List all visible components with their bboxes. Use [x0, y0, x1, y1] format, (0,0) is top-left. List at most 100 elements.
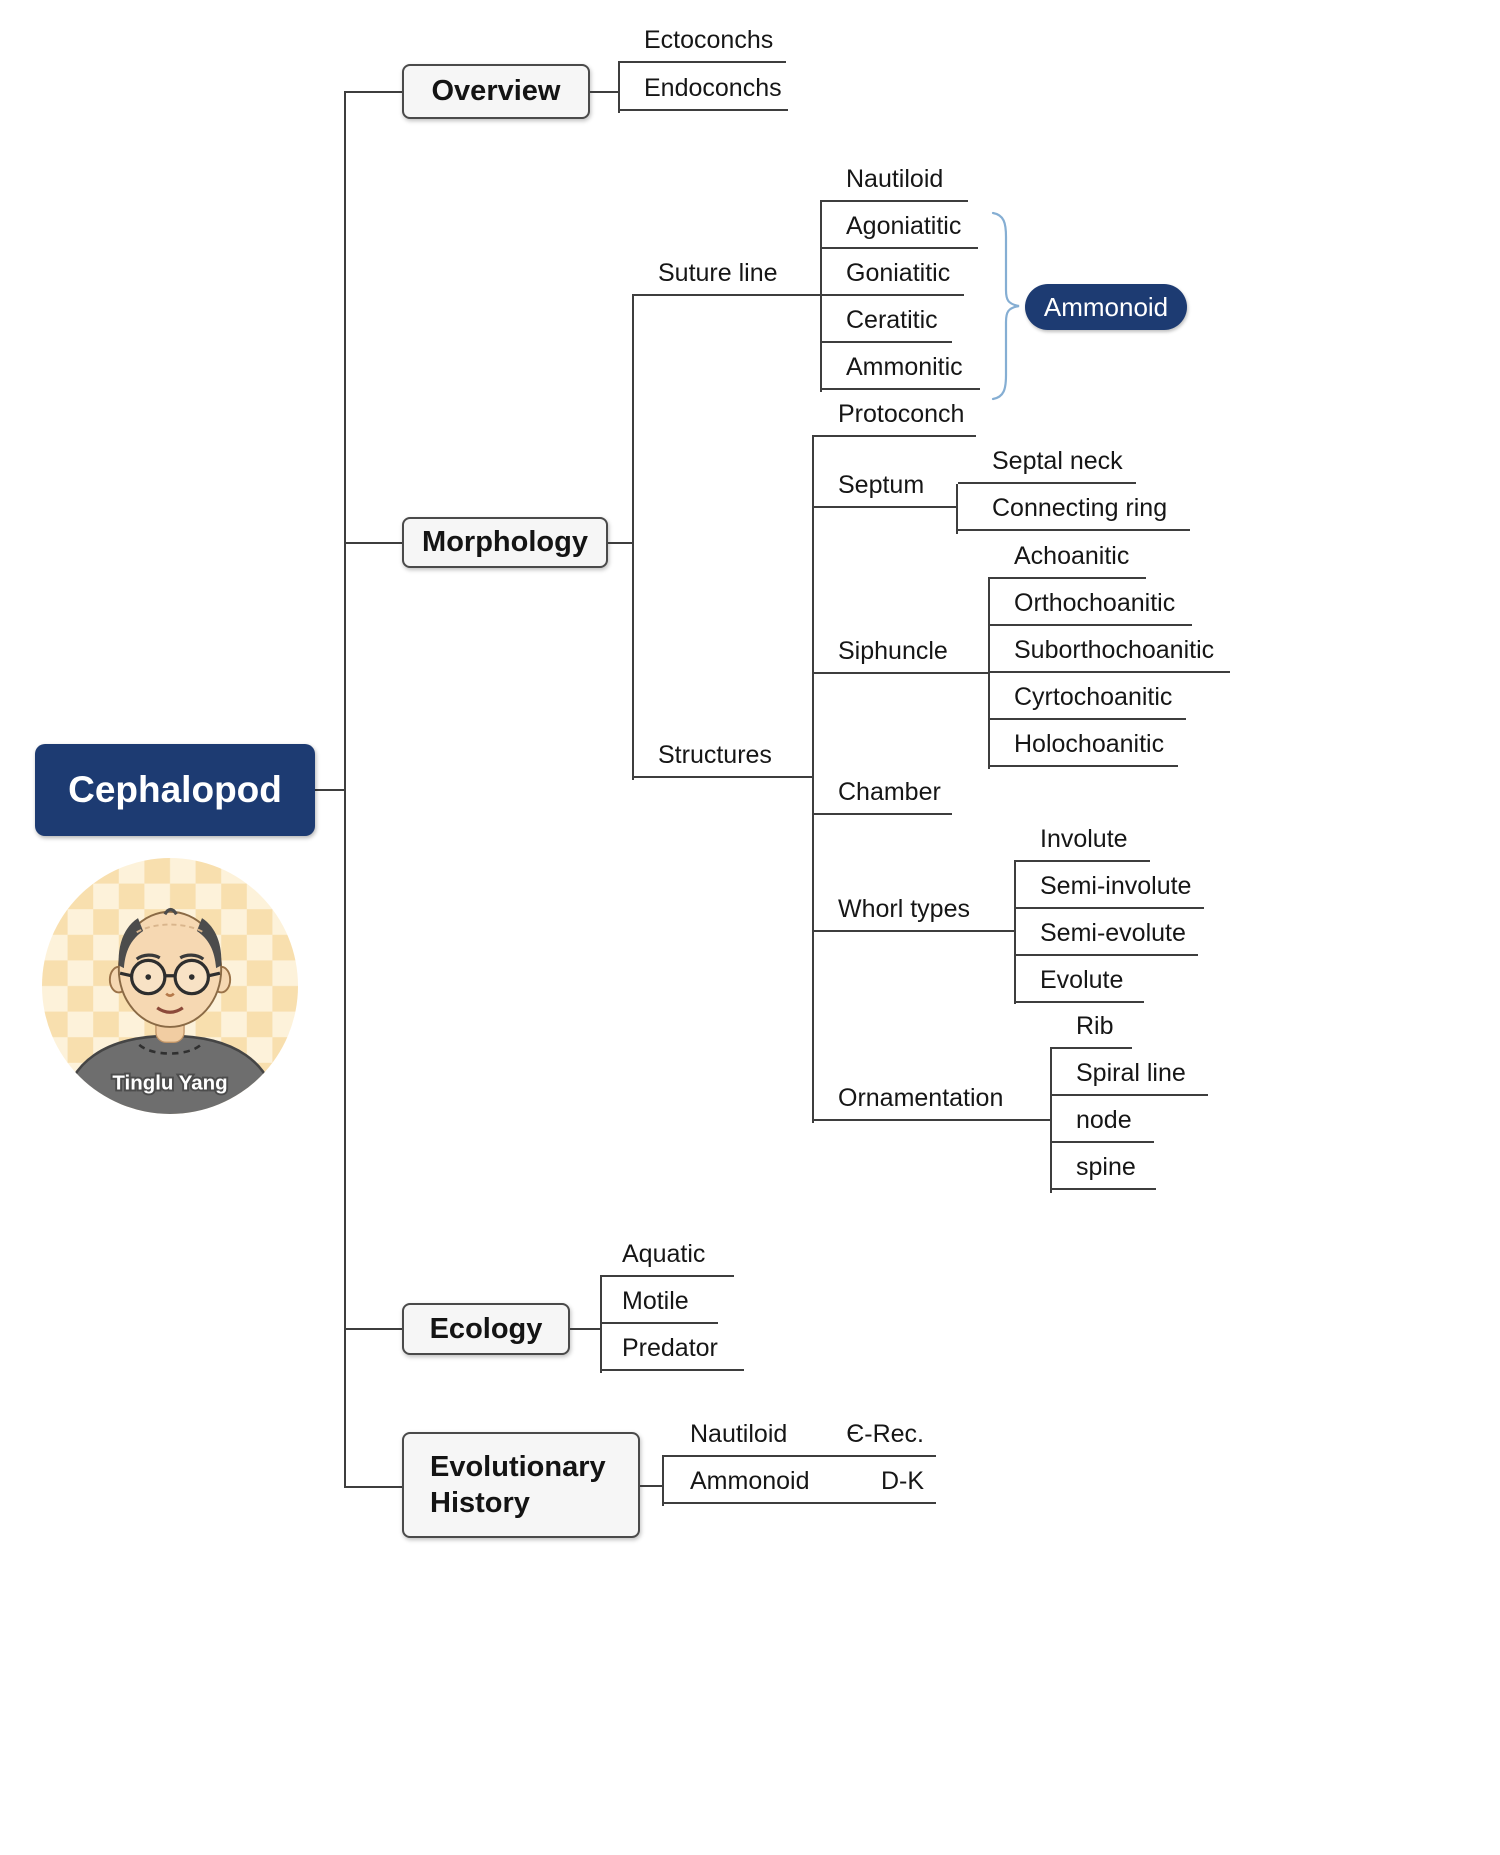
node-ectoconchs[interactable]: Ectoconchs [618, 23, 786, 63]
node-whorl-types-label: Whorl types [838, 895, 970, 923]
root-node-cephalopod[interactable]: Cephalopod [35, 744, 315, 836]
node-endoconchs-label: Endoconchs [644, 74, 782, 102]
node-aquatic-label: Aquatic [622, 1240, 706, 1268]
avatar-hair-tuft [163, 907, 178, 916]
node-rib[interactable]: Rib [1050, 1009, 1132, 1049]
node-goniatitic-label: Goniatitic [846, 259, 951, 287]
node-spiral-line-label: Spiral line [1076, 1059, 1186, 1087]
avatar-hair-left [118, 918, 144, 969]
topic-ecology[interactable]: Ecology [402, 1303, 570, 1355]
node-septal-neck-label: Septal neck [992, 447, 1123, 475]
node-spine-label: spine [1076, 1153, 1136, 1181]
node-goniatitic[interactable]: Goniatitic [820, 256, 964, 296]
node-chamber[interactable]: Chamber [812, 775, 952, 815]
connector-septum-vertical [956, 484, 959, 534]
node-rib-label: Rib [1076, 1012, 1114, 1040]
connector-overview-vertical [618, 61, 621, 113]
avatar-collar [138, 1043, 202, 1055]
node-ammonoid-range[interactable]: Ammonoid D-K [662, 1464, 936, 1504]
node-node-label: node [1076, 1106, 1132, 1134]
node-nautiloid-range-name: Nautiloid [690, 1420, 788, 1448]
topic-overview[interactable]: Overview [402, 64, 590, 119]
topic-overview-label: Overview [431, 75, 561, 107]
connector-branch-evolution [344, 1486, 402, 1489]
node-septum-label: Septum [838, 471, 925, 499]
node-spiral-line[interactable]: Spiral line [1050, 1056, 1208, 1096]
node-ammonoid-range-value: D-K [880, 1467, 924, 1495]
node-whorl-types[interactable]: Whorl types [812, 892, 970, 932]
node-endoconchs[interactable]: Endoconchs [618, 71, 788, 111]
topic-evolutionary-history[interactable]: Evolutionary History [402, 1432, 640, 1538]
node-holochoanitic[interactable]: Holochoanitic [988, 727, 1178, 767]
connector-branch-ecology [344, 1328, 402, 1331]
node-involute[interactable]: Involute [1014, 822, 1150, 862]
node-aquatic[interactable]: Aquatic [600, 1237, 734, 1277]
node-ornamentation[interactable]: Ornamentation [812, 1081, 1010, 1121]
avatar-eyebrow-right [179, 953, 205, 961]
node-ectoconchs-label: Ectoconchs [644, 26, 774, 54]
node-ammonoid-group[interactable]: Ammonoid [1025, 284, 1187, 330]
node-achoanitic[interactable]: Achoanitic [988, 539, 1146, 579]
node-holochoanitic-label: Holochoanitic [1014, 730, 1165, 758]
node-chamber-label: Chamber [838, 778, 941, 806]
node-septum[interactable]: Septum [812, 468, 958, 508]
connector-ornamentation-vertical [1050, 1049, 1053, 1193]
connector-morphology-vertical [632, 295, 635, 780]
connector-branch-morphology [344, 542, 402, 545]
node-agoniatitic-label: Agoniatitic [846, 212, 962, 240]
node-involute-label: Involute [1040, 825, 1128, 853]
node-node[interactable]: node [1050, 1103, 1154, 1143]
root-label: Cephalopod [68, 769, 282, 810]
node-orthochoanitic[interactable]: Orthochoanitic [988, 586, 1192, 626]
node-evolute-label: Evolute [1040, 966, 1124, 994]
avatar-nose [165, 992, 175, 997]
node-siphuncle[interactable]: Siphuncle [812, 634, 950, 674]
node-evolute[interactable]: Evolute [1014, 963, 1144, 1003]
node-suborthochoanitic[interactable]: Suborthochoanitic [988, 633, 1230, 673]
node-nautiloid-range[interactable]: Nautiloid Є-Rec. [662, 1417, 936, 1457]
node-ceratitic-label: Ceratitic [846, 306, 938, 334]
avatar[interactable]: Tinglu Yang [42, 858, 298, 1114]
node-nautiloid[interactable]: Nautiloid [820, 162, 968, 202]
node-structures-label: Structures [658, 741, 772, 769]
node-ammonitic[interactable]: Ammonitic [820, 350, 980, 390]
node-structures[interactable]: Structures [632, 738, 790, 778]
connector-whorl-vertical [1014, 860, 1017, 1004]
node-protoconch[interactable]: Protoconch [812, 397, 976, 437]
node-ammonitic-label: Ammonitic [846, 353, 963, 381]
node-protoconch-label: Protoconch [838, 400, 965, 428]
topic-morphology[interactable]: Morphology [402, 517, 608, 568]
connector-overview-stub [590, 91, 618, 94]
node-septal-neck[interactable]: Septal neck [958, 444, 1136, 484]
connector-evolution-stub [640, 1485, 662, 1488]
curly-brace [991, 211, 1020, 401]
topic-ecology-label: Ecology [429, 1312, 543, 1345]
node-spine[interactable]: spine [1050, 1150, 1156, 1190]
avatar-head [117, 910, 223, 1028]
connector-ornamentation-stub [1010, 1119, 1050, 1122]
node-connecting-ring[interactable]: Connecting ring [958, 491, 1190, 531]
node-ornamentation-label: Ornamentation [838, 1084, 1004, 1112]
node-achoanitic-label: Achoanitic [1014, 542, 1130, 570]
node-motile[interactable]: Motile [600, 1284, 718, 1324]
topic-evolutionary-history-label: Evolutionary History [430, 1450, 606, 1519]
node-semi-involute[interactable]: Semi-involute [1014, 869, 1204, 909]
connector-ecology-stub [570, 1328, 600, 1331]
node-semi-evolute[interactable]: Semi-evolute [1014, 916, 1198, 956]
node-cyrtochoanitic[interactable]: Cyrtochoanitic [988, 680, 1186, 720]
avatar-mouth [156, 1006, 184, 1014]
avatar-hair-right [196, 918, 222, 969]
node-motile-label: Motile [622, 1287, 689, 1315]
node-ceratitic[interactable]: Ceratitic [820, 303, 952, 343]
topic-morphology-label: Morphology [422, 526, 588, 558]
node-connecting-ring-label: Connecting ring [992, 494, 1168, 522]
node-suture-line[interactable]: Suture line [632, 256, 795, 296]
node-agoniatitic[interactable]: Agoniatitic [820, 209, 978, 249]
node-suture-line-label: Suture line [658, 259, 778, 287]
connector-structures-vertical [812, 437, 815, 1123]
avatar-hairline [136, 923, 204, 934]
node-predator[interactable]: Predator [600, 1331, 744, 1371]
avatar-glasses-temples [119, 971, 221, 978]
node-semi-involute-label: Semi-involute [1040, 872, 1192, 900]
